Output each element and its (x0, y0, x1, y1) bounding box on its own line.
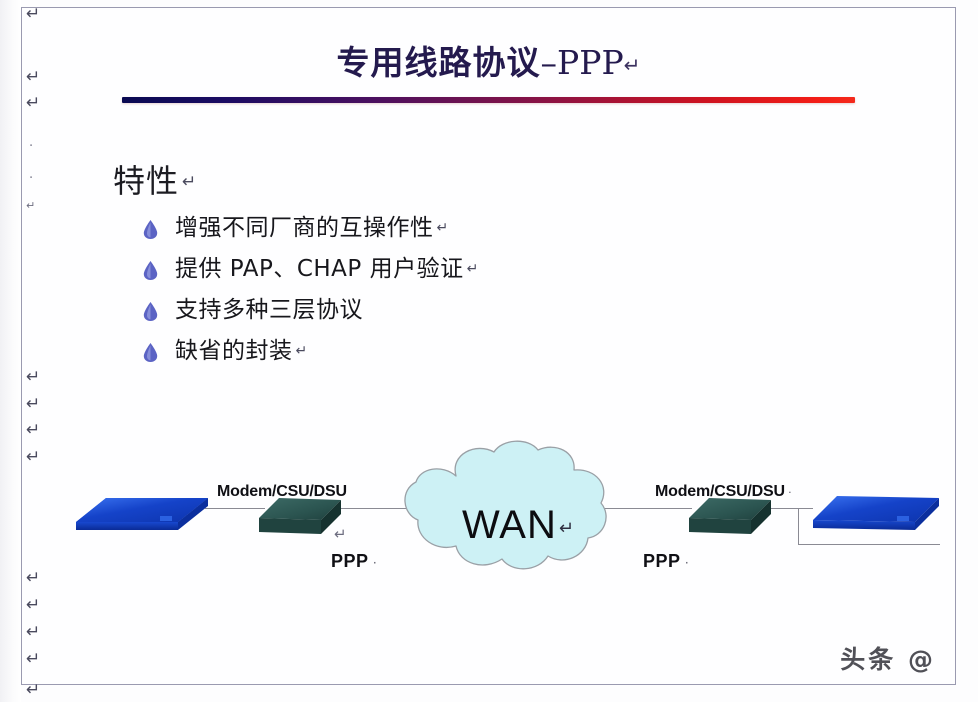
paragraph-return-mark: ↵ (26, 394, 41, 414)
paragraph-return-mark: ↵ (558, 518, 575, 539)
paragraph-return-mark: ↵ (26, 67, 41, 87)
paragraph-return-mark: ↵ (26, 367, 41, 387)
list-item-label: 支持多种三层协议 (175, 297, 363, 323)
list-item-label: 增强不同厂商的互操作性↵ (175, 215, 449, 241)
list-item: 增强不同厂商的互操作性↵ (143, 208, 763, 249)
section-heading: 特性↵ (113, 156, 197, 202)
watermark-toutiao: 头条 @ (840, 645, 936, 674)
right-router-bracket-vertical (798, 508, 799, 544)
scan-left-edge (0, 0, 21, 702)
paragraph-return-mark: ↵ (26, 649, 41, 669)
paragraph-return-mark: ↵ (26, 680, 41, 700)
paragraph-return-mark: ↵ (295, 343, 308, 359)
paragraph-return-mark: ↵ (436, 220, 449, 236)
left-modem-icon (259, 498, 341, 534)
page-title: 专用线路协议–PPP↵ (0, 36, 978, 84)
link-left-router-to-modem (205, 508, 265, 509)
list-item-label: 缺省的封装↵ (175, 338, 308, 364)
water-drop-bullet-icon (143, 343, 158, 362)
list-item: 提供 PAP、CHAP 用户验证↵ (143, 249, 763, 290)
link-cloud-to-right-modem (600, 508, 692, 509)
paragraph-return-mark: ↵ (466, 261, 479, 277)
list-item-label: 提供 PAP、CHAP 用户验证↵ (175, 256, 479, 282)
list-item: 缺省的封装↵ (143, 331, 763, 372)
wan-cloud-icon (404, 440, 607, 570)
page-title-ppp: PPP (557, 43, 624, 82)
paragraph-return-mark: ↵ (182, 172, 198, 192)
page-title-dash: – (540, 43, 558, 82)
link-right-modem-to-router (763, 508, 813, 509)
paragraph-return-mark: ↵ (26, 595, 41, 615)
left-router-icon (76, 498, 208, 530)
section-heading-label: 特性 (113, 162, 180, 200)
water-drop-bullet-icon (143, 302, 158, 321)
paragraph-return-mark: ↵ (334, 525, 347, 543)
list-item: 支持多种三层协议 (143, 290, 763, 331)
paragraph-return-mark: ↵ (26, 447, 41, 467)
page-border-frame (21, 7, 956, 685)
paragraph-return-mark: ↵ (26, 199, 36, 212)
paragraph-return-mark: ↵ (26, 622, 41, 642)
paragraph-return-mark: ↵ (623, 53, 642, 77)
page-title-chinese: 专用线路协议 (336, 43, 541, 82)
right-router-icon (813, 496, 939, 530)
feature-bullet-list: 增强不同厂商的互操作性↵ 提供 PAP、CHAP 用户验证↵ 支持多种三层协议 (143, 208, 763, 372)
left-modem-label: Modem/CSU/DSU (217, 483, 347, 500)
paragraph-return-mark: ↵ (26, 420, 41, 440)
margin-dot-mark: · (29, 171, 34, 186)
right-modem-icon (689, 498, 771, 534)
title-gradient-rule (122, 97, 855, 103)
wan-cloud-label: WAN↵ (462, 503, 575, 547)
paragraph-return-mark: ↵ (26, 568, 41, 588)
paragraph-return-mark: ↵ (26, 4, 41, 24)
left-ppp-label: PPP · (331, 551, 378, 571)
water-drop-bullet-icon (143, 261, 158, 280)
water-drop-bullet-icon (143, 220, 158, 239)
right-modem-label: Modem/CSU/DSU · (655, 483, 792, 500)
right-router-bracket-horizontal (798, 544, 940, 545)
link-left-modem-to-cloud (337, 508, 442, 509)
margin-dot-mark: · (29, 139, 34, 154)
paragraph-return-mark: ↵ (26, 93, 41, 113)
right-ppp-label: PPP · (643, 551, 690, 571)
